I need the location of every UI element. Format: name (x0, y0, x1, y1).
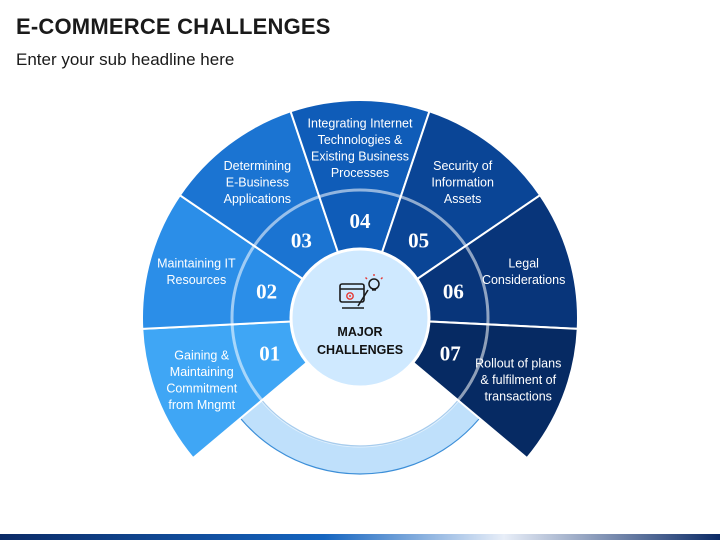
bottom-accent-bar (0, 534, 720, 540)
segment-number-02: 02 (256, 280, 277, 304)
segment-number-06: 06 (443, 280, 464, 304)
page-subtitle: Enter your sub headline here (16, 50, 235, 69)
segment-number-04: 04 (350, 209, 372, 233)
segment-number-group: 01 02 03 04 05 06 07 (256, 209, 464, 365)
page-title: E-COMMERCE CHALLENGES (16, 14, 331, 39)
middle-ring-line (230, 188, 490, 448)
center-label-line1: MAJOR (337, 325, 382, 339)
segment-number-07: 07 (440, 341, 461, 365)
strategy-icon (339, 274, 383, 309)
segment-number-01: 01 (259, 341, 280, 365)
center-circle (289, 247, 431, 389)
segment-number-05: 05 (408, 229, 429, 253)
segment-number-03: 03 (291, 229, 312, 253)
center-label-line2: CHALLENGES (317, 343, 403, 357)
